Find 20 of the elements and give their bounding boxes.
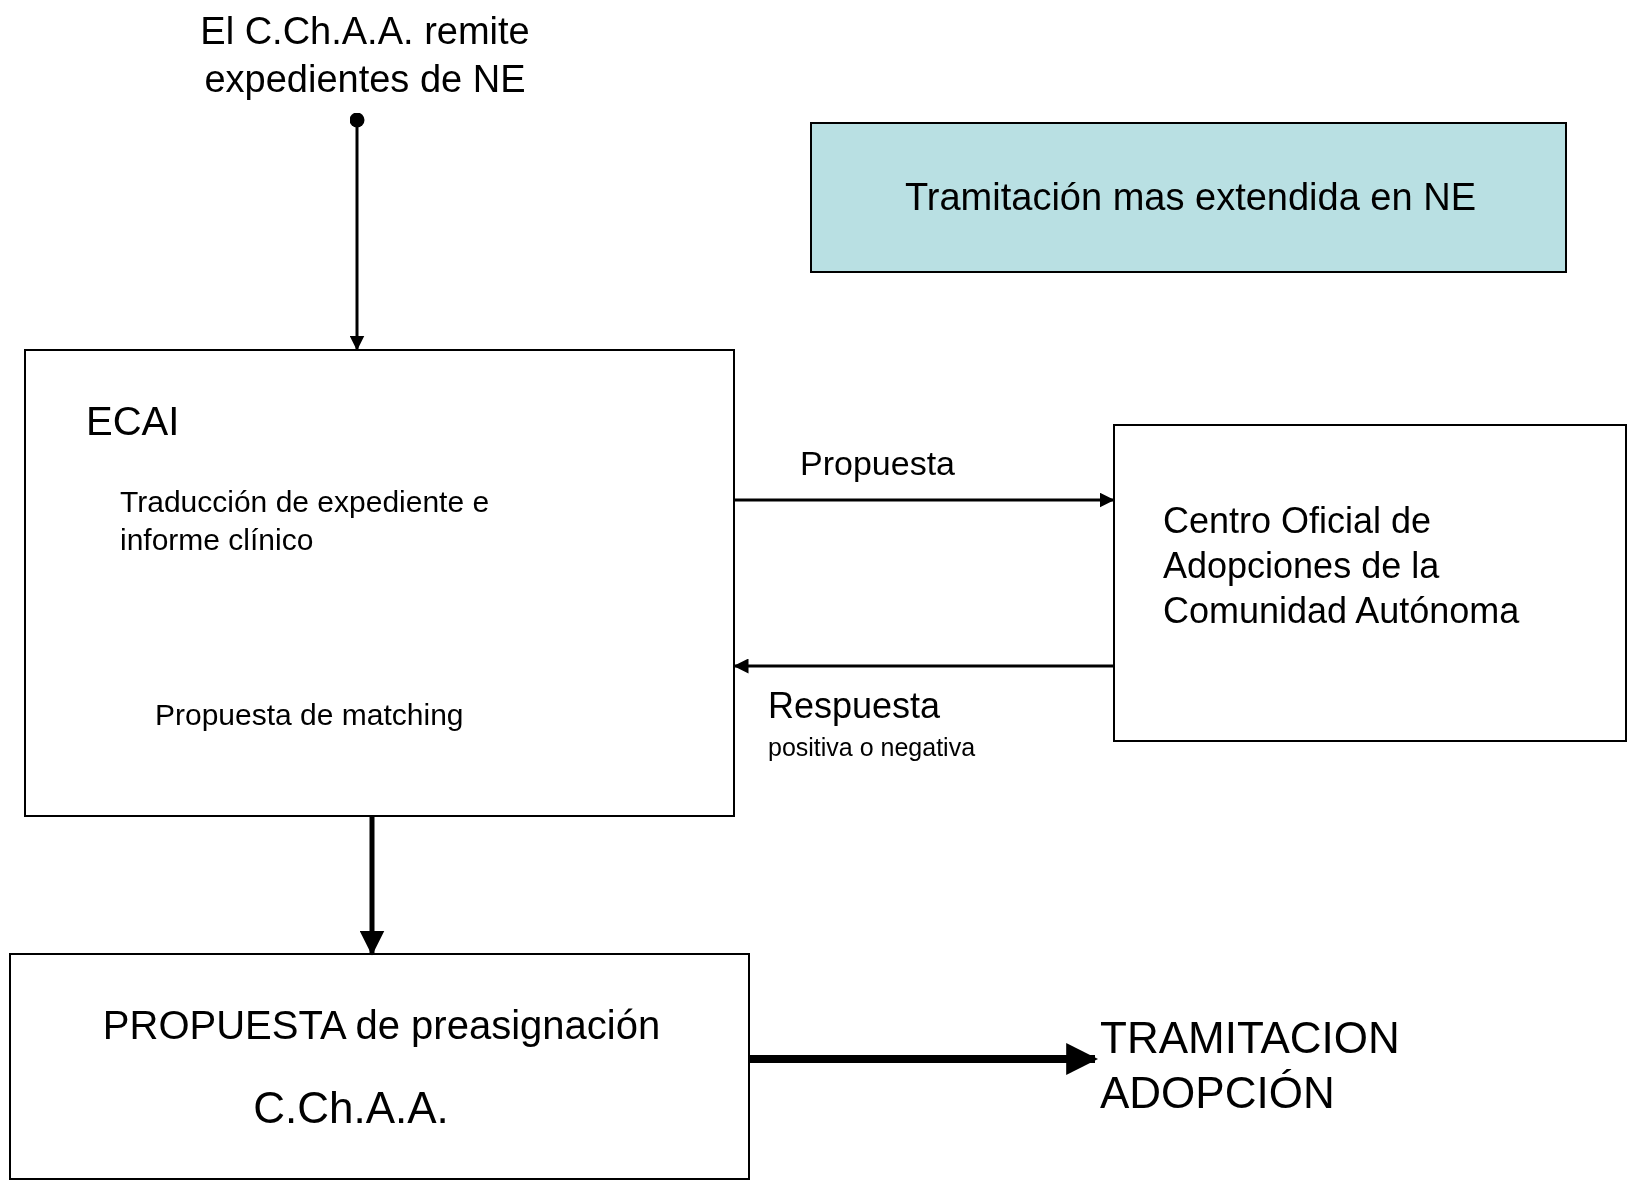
node-text: Tramitación mas extendida en NE <box>904 175 1477 220</box>
node-text: C.Ch.A.A. <box>252 1082 450 1134</box>
process-box <box>9 953 750 1180</box>
edge-label: Respuesta <box>768 684 941 728</box>
node-text: TRAMITACION ADOPCIÓN <box>1100 1012 1401 1119</box>
title-box <box>810 122 1567 273</box>
note-text: positiva o negativa <box>768 732 976 763</box>
heading-text: PROPUESTA de preasignación <box>101 1002 662 1049</box>
node-text: Centro Oficial de Adopciones de la Comunidad Autónoma <box>1163 499 1521 633</box>
process-box <box>1113 424 1627 742</box>
node-text: Traducción de expediente e informe clínico <box>120 484 491 558</box>
heading-text: ECAI <box>86 398 181 445</box>
node-text: Propuesta de matching <box>155 697 465 733</box>
edge-label: Propuesta <box>800 443 955 484</box>
node-text: El C.Ch.A.A. remite expedientes de NE <box>199 9 531 102</box>
arrow <box>733 658 1113 674</box>
process-box <box>24 349 735 817</box>
arrow <box>735 492 1115 508</box>
arrow <box>359 817 385 956</box>
arrow <box>349 112 365 351</box>
